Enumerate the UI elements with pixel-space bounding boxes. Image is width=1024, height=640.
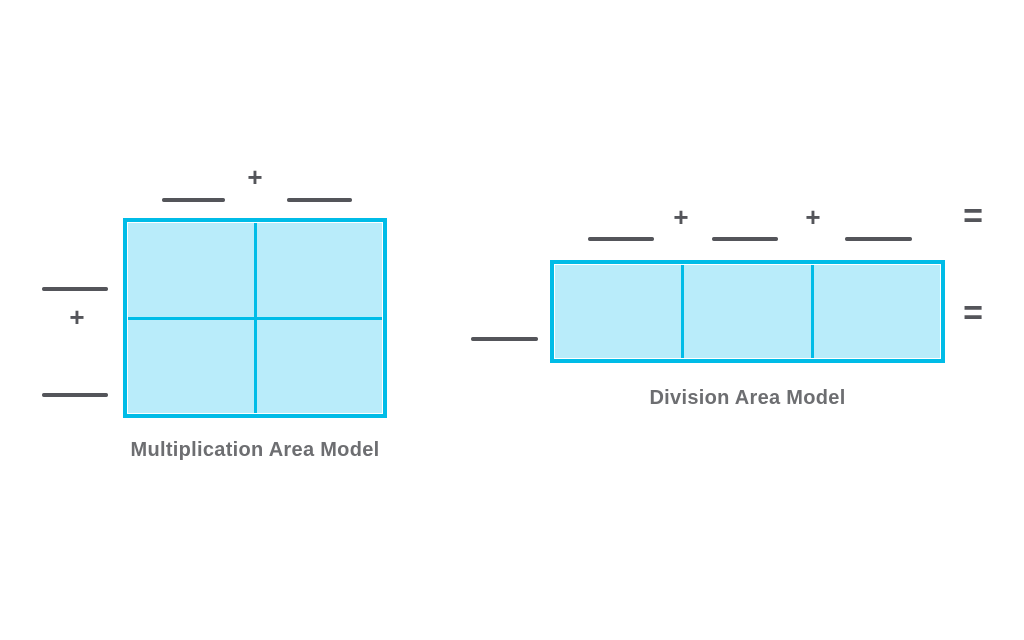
division-area-grid [550, 260, 945, 363]
multiplication-top-blank-2 [287, 198, 352, 202]
division-side-blank [471, 337, 538, 341]
multiplication-cell-bottom-left [128, 319, 254, 413]
multiplication-top-blank-1 [162, 198, 225, 202]
division-plus-sign-1: + [673, 202, 689, 232]
multiplication-cell-top-right [256, 223, 382, 317]
division-cell-2 [684, 265, 811, 358]
multiplication-grid-cells [128, 223, 382, 413]
multiplication-side-plus-sign: + [69, 302, 85, 332]
multiplication-model-title: Multiplication Area Model [130, 439, 380, 461]
division-model-title: Division Area Model [649, 387, 846, 409]
division-equals-sign-top: = [963, 197, 983, 235]
multiplication-side-blank-2 [42, 393, 108, 397]
division-top-blank-2 [712, 237, 778, 241]
multiplication-cell-top-left [128, 223, 254, 317]
division-equals-sign-side: = [963, 294, 983, 332]
division-cell-3 [813, 265, 940, 358]
multiplication-top-plus-sign: + [247, 162, 263, 192]
multiplication-area-grid [123, 218, 387, 418]
division-top-blank-1 [588, 237, 654, 241]
division-grid-cells [555, 265, 940, 358]
multiplication-side-blank-1 [42, 287, 108, 291]
multiplication-cell-bottom-right [256, 319, 382, 413]
division-plus-sign-2: + [805, 202, 821, 232]
division-top-blank-3 [845, 237, 912, 241]
division-cell-1 [555, 265, 682, 358]
